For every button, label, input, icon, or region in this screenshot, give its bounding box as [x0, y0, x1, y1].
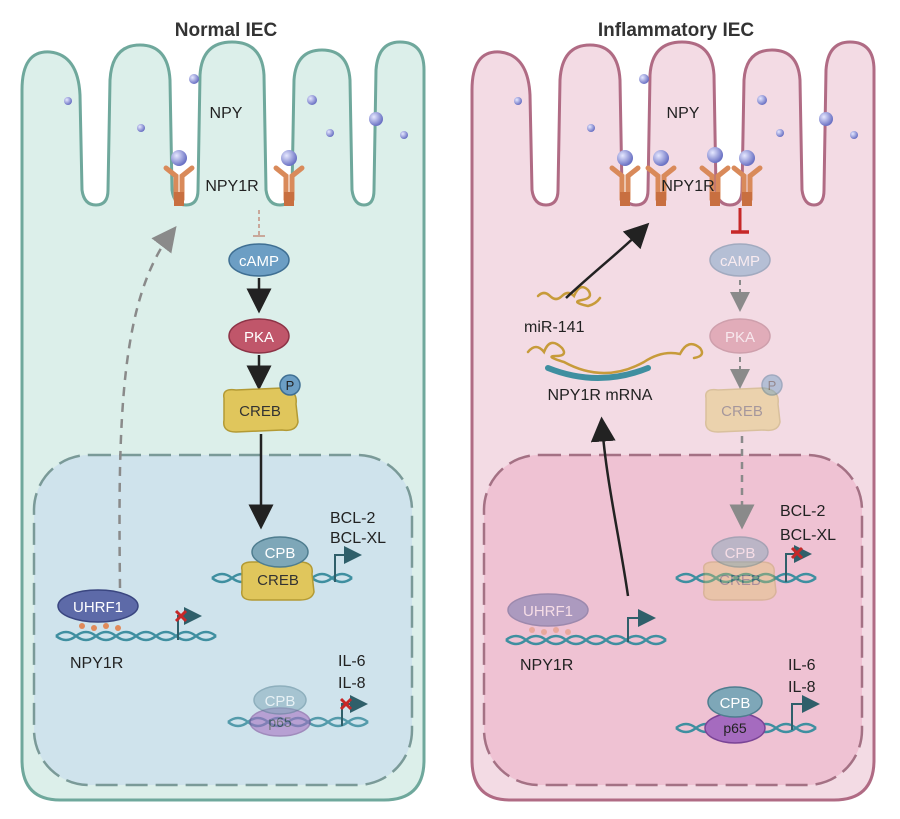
normal-creb-nuclear-node: CREB — [240, 561, 315, 601]
inflammatory-phospho-label: P — [768, 378, 777, 393]
normal-pka-label: PKA — [244, 329, 274, 346]
normal-target-bclxl: BCL-XL — [330, 530, 386, 547]
inflammatory-nucleus — [482, 453, 864, 787]
inflammatory-npy1r-receptor-3 — [699, 147, 731, 206]
normal-block-x-lower — [339, 697, 353, 711]
inflammatory-npy-label: NPY — [667, 105, 700, 122]
inflammatory-mirna-label: miR-141 — [524, 319, 585, 336]
normal-p65-label: p65 — [268, 714, 292, 730]
inflammatory-uhrf1-label: UHRF1 — [523, 603, 573, 620]
inflammatory-uhrf1-node: UHRF1 — [507, 593, 589, 635]
normal-npy1r-expression-arrow — [118, 226, 177, 589]
inflammatory-panel-title: Inflammatory IEC — [598, 20, 755, 41]
inflammatory-target-il8: IL-8 — [788, 679, 816, 696]
normal-iec-panel: Normal IEC NPY NPY1R — [20, 20, 426, 802]
inflammatory-tss-arrow-uhrf1 — [627, 609, 656, 642]
normal-npy1r-receptor-left — [163, 150, 195, 206]
inflammatory-dna-upper — [675, 572, 817, 584]
inflammatory-pka-label: PKA — [725, 329, 755, 346]
inflammatory-cpb2-node: CPB — [707, 686, 763, 718]
inflammatory-dna-uhrf1 — [505, 634, 667, 646]
normal-camp-label: cAMP — [239, 253, 279, 270]
normal-npy1r-label: NPY1R — [205, 178, 258, 195]
inflammatory-creb-label: CREB — [721, 403, 763, 420]
inflammatory-mrna-to-receptor-arrow — [565, 222, 650, 299]
normal-cpb-label: CPB — [265, 545, 296, 562]
normal-tss-arrow-lower — [341, 695, 368, 726]
inflammatory-npy1r-receptor-1 — [609, 150, 641, 206]
normal-camp-node: cAMP — [228, 243, 290, 277]
normal-cpb2-node: CPB — [253, 685, 307, 715]
inflammatory-mirna-glyph — [536, 285, 602, 308]
normal-panel-title: Normal IEC — [175, 20, 278, 41]
normal-block-x-uhrf1 — [174, 609, 188, 623]
normal-creb-node: CREB — [223, 387, 299, 433]
inflammatory-camp-node: cAMP — [709, 243, 771, 277]
inflammatory-creb-nuclear-label: CREB — [719, 572, 761, 589]
inflammatory-target-il6: IL-6 — [788, 657, 816, 674]
normal-dna-uhrf1 — [55, 630, 217, 642]
normal-target-il6: IL-6 — [338, 653, 366, 670]
normal-npy1r-receptor-right — [273, 150, 305, 206]
normal-pka-node: PKA — [228, 318, 290, 354]
normal-uhrf1-node: UHRF1 — [57, 589, 139, 631]
inflammatory-mrna-glyph — [526, 341, 704, 381]
normal-cpb2-label: CPB — [265, 693, 296, 710]
normal-tss-arrow-uhrf1 — [177, 607, 202, 640]
inflammatory-free-ligands — [514, 74, 858, 139]
inflammatory-target-bclxl: BCL-XL — [780, 527, 836, 544]
inflammatory-gene-label: NPY1R — [520, 657, 573, 674]
inflammatory-camp-label: cAMP — [720, 253, 760, 270]
normal-phospho-label: P — [286, 378, 295, 393]
inflammatory-cpb2-label: CPB — [720, 695, 751, 712]
inflammatory-npy1r-receptor-2 — [645, 150, 677, 206]
normal-phospho-badge: P — [279, 374, 301, 396]
inflammatory-cpb-node: CPB — [711, 536, 769, 568]
normal-nucleus — [32, 453, 414, 787]
inflammatory-target-bcl2: BCL-2 — [780, 503, 825, 520]
normal-target-bcl2: BCL-2 — [330, 510, 375, 527]
inflammatory-tss-arrow-lower — [791, 695, 820, 730]
inflammatory-iec-panel: Inflammatory IEC NPY — [470, 20, 876, 802]
normal-tss-arrow-upper — [334, 546, 362, 582]
normal-target-il8: IL-8 — [338, 675, 366, 692]
inflammatory-phospho-badge: P — [761, 374, 783, 396]
inflammatory-p65-node: p65 — [704, 712, 766, 744]
normal-npy-label: NPY — [210, 105, 243, 122]
normal-free-ligands — [64, 74, 408, 139]
normal-creb-nuclear-label: CREB — [257, 572, 299, 589]
inflammatory-npy1r-receptor-4 — [731, 150, 763, 206]
normal-cpb-node: CPB — [251, 536, 309, 568]
inflammatory-creb-node: CREB — [705, 387, 781, 433]
inflammatory-gene-to-mrna-arrow — [590, 416, 630, 597]
inflammatory-creb-nuclear-node: CREB — [702, 561, 777, 601]
inflammatory-p65-label: p65 — [723, 720, 747, 736]
normal-uhrf1-label: UHRF1 — [73, 599, 123, 616]
inflammatory-pka-node: PKA — [709, 318, 771, 354]
inflammatory-block-x-upper — [790, 546, 804, 560]
normal-gene-label: NPY1R — [70, 655, 123, 672]
inflammatory-cpb-label: CPB — [725, 545, 756, 562]
inflammatory-npy1r-label: NPY1R — [661, 178, 714, 195]
normal-p65-node: p65 — [249, 707, 311, 737]
normal-creb-label: CREB — [239, 403, 281, 420]
inflammatory-mrna-label: NPY1R mRNA — [548, 387, 653, 404]
